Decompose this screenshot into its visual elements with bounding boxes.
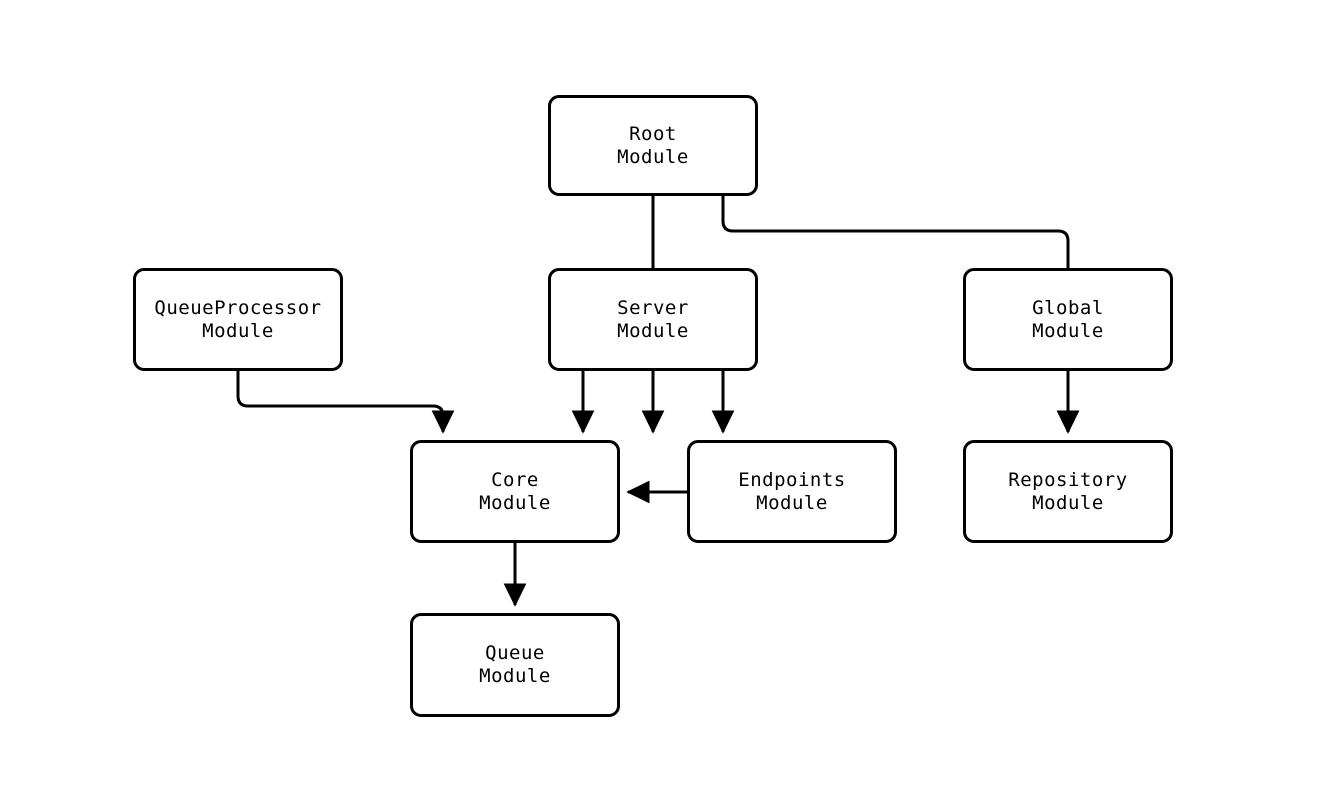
- node-repository-module[interactable]: Repository Module: [963, 440, 1173, 543]
- node-core-module-subtitle: Module: [479, 491, 551, 514]
- node-queue-module[interactable]: Queue Module: [410, 613, 620, 717]
- node-root-module-subtitle: Module: [617, 145, 689, 168]
- node-server-module-subtitle: Module: [617, 319, 689, 342]
- node-core-module[interactable]: Core Module: [410, 440, 620, 543]
- node-queueprocessor-module[interactable]: QueueProcessor Module: [133, 268, 343, 371]
- node-repository-module-title: Repository: [1008, 468, 1128, 491]
- node-queue-module-subtitle: Module: [479, 665, 551, 687]
- node-root-module[interactable]: Root Module: [548, 95, 758, 196]
- node-endpoints-module-title: Endpoints: [738, 468, 846, 491]
- edge-queueprocessor-core: [236, 371, 455, 434]
- node-repository-module-subtitle: Module: [1032, 491, 1104, 514]
- node-global-module-title: Global: [1032, 296, 1104, 319]
- node-core-module-title: Core: [491, 468, 539, 491]
- node-queue-module-title: Queue: [485, 642, 545, 664]
- node-queueprocessor-module-subtitle: Module: [202, 319, 274, 342]
- node-server-module-title: Server: [617, 296, 689, 319]
- node-root-module-title: Root: [629, 122, 677, 145]
- node-endpoints-module-subtitle: Module: [756, 491, 828, 514]
- edge-root-global: [721, 196, 1080, 434]
- node-queueprocessor-module-title: QueueProcessor: [154, 296, 322, 319]
- node-global-module-subtitle: Module: [1032, 319, 1104, 342]
- node-global-module[interactable]: Global Module: [963, 268, 1173, 371]
- node-endpoints-module[interactable]: Endpoints Module: [687, 440, 897, 543]
- node-server-module[interactable]: Server Module: [548, 268, 758, 371]
